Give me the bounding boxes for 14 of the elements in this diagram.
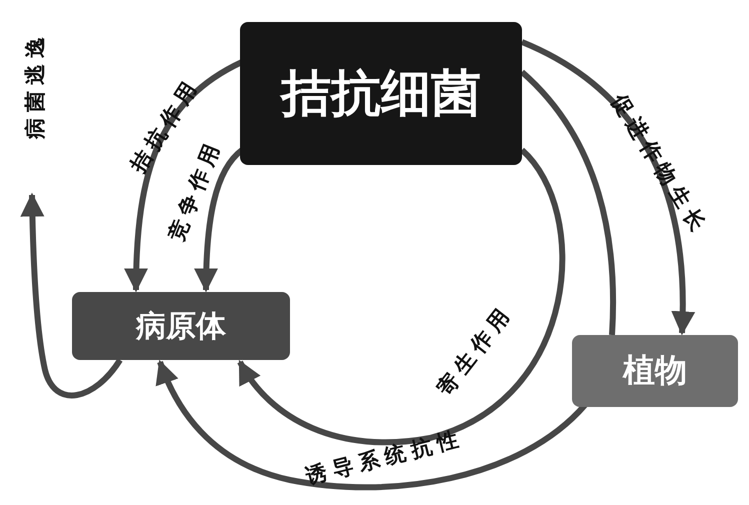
edge-label: 病菌逃逸 bbox=[22, 31, 48, 139]
curved-arrow bbox=[156, 360, 588, 490]
node-label: 拮抗细菌 bbox=[281, 63, 481, 124]
node-box bbox=[572, 335, 738, 407]
curved-arrow bbox=[520, 39, 694, 336]
edge-label: 寄生作用 bbox=[431, 299, 519, 402]
edge-label: 诱导系统抗性 bbox=[303, 424, 467, 490]
curved-arrow bbox=[20, 192, 122, 398]
node-box bbox=[72, 292, 290, 360]
node-label: 病原体 bbox=[136, 308, 226, 346]
node-label: 植物 bbox=[623, 350, 687, 391]
node-box bbox=[240, 22, 522, 165]
curved-arrow bbox=[237, 148, 565, 446]
edge-label: 促进作物生长 bbox=[606, 88, 714, 242]
